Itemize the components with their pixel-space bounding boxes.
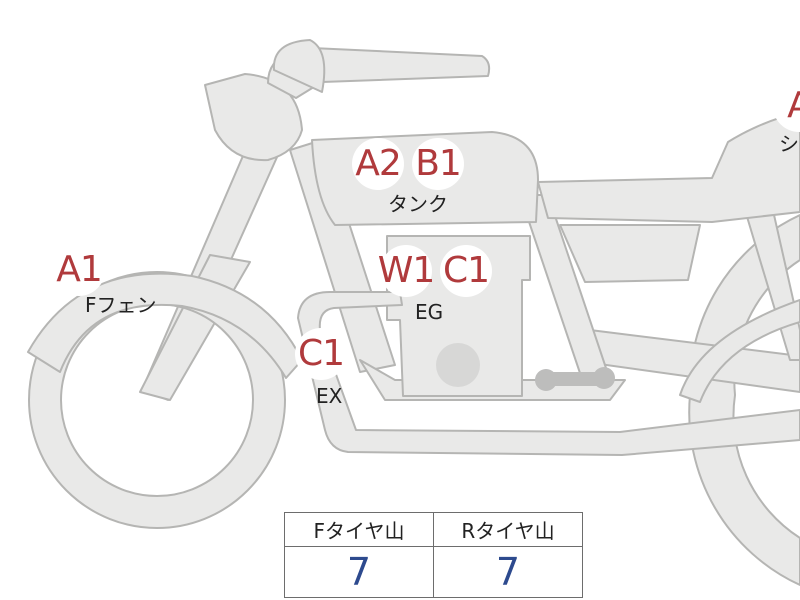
engine-cover xyxy=(436,343,480,387)
tread-header-row: Fタイヤ山 Rタイヤ山 xyxy=(284,512,583,547)
damage-badge-a1: A1 xyxy=(53,244,105,296)
damage-badge-a2: A2 xyxy=(352,138,404,190)
rear-tire-tread-header: Rタイヤ山 xyxy=(433,512,583,547)
front-tire-tread-header: Fタイヤ山 xyxy=(284,512,434,547)
front-tire-tread-value: 7 xyxy=(284,546,434,598)
rear-fender xyxy=(679,299,800,403)
tread-value-row: 7 7 xyxy=(284,546,583,598)
part-label-tank: タンク xyxy=(388,192,448,216)
part-label-exhaust: EX xyxy=(316,384,343,408)
damage-badge-w1: W1 xyxy=(378,245,435,297)
footpeg xyxy=(540,372,610,386)
part-label-seat: シ xyxy=(779,132,799,156)
damage-badge-c1-engine: C1 xyxy=(440,245,492,297)
rear-tire-tread-value: 7 xyxy=(433,546,583,598)
mirror xyxy=(272,39,326,93)
part-label-engine: EG xyxy=(415,300,444,324)
side-cover xyxy=(559,224,701,283)
tire-tread-table: Fタイヤ山 Rタイヤ山 7 7 xyxy=(284,512,583,598)
damage-badge-b1: B1 xyxy=(412,138,464,190)
frame-rail xyxy=(519,194,611,383)
exhaust-pipe xyxy=(297,291,800,456)
damage-badge-c1-exhaust: C1 xyxy=(295,328,347,380)
part-label-front-fender: Fフェン xyxy=(85,293,157,317)
seat xyxy=(537,111,800,223)
